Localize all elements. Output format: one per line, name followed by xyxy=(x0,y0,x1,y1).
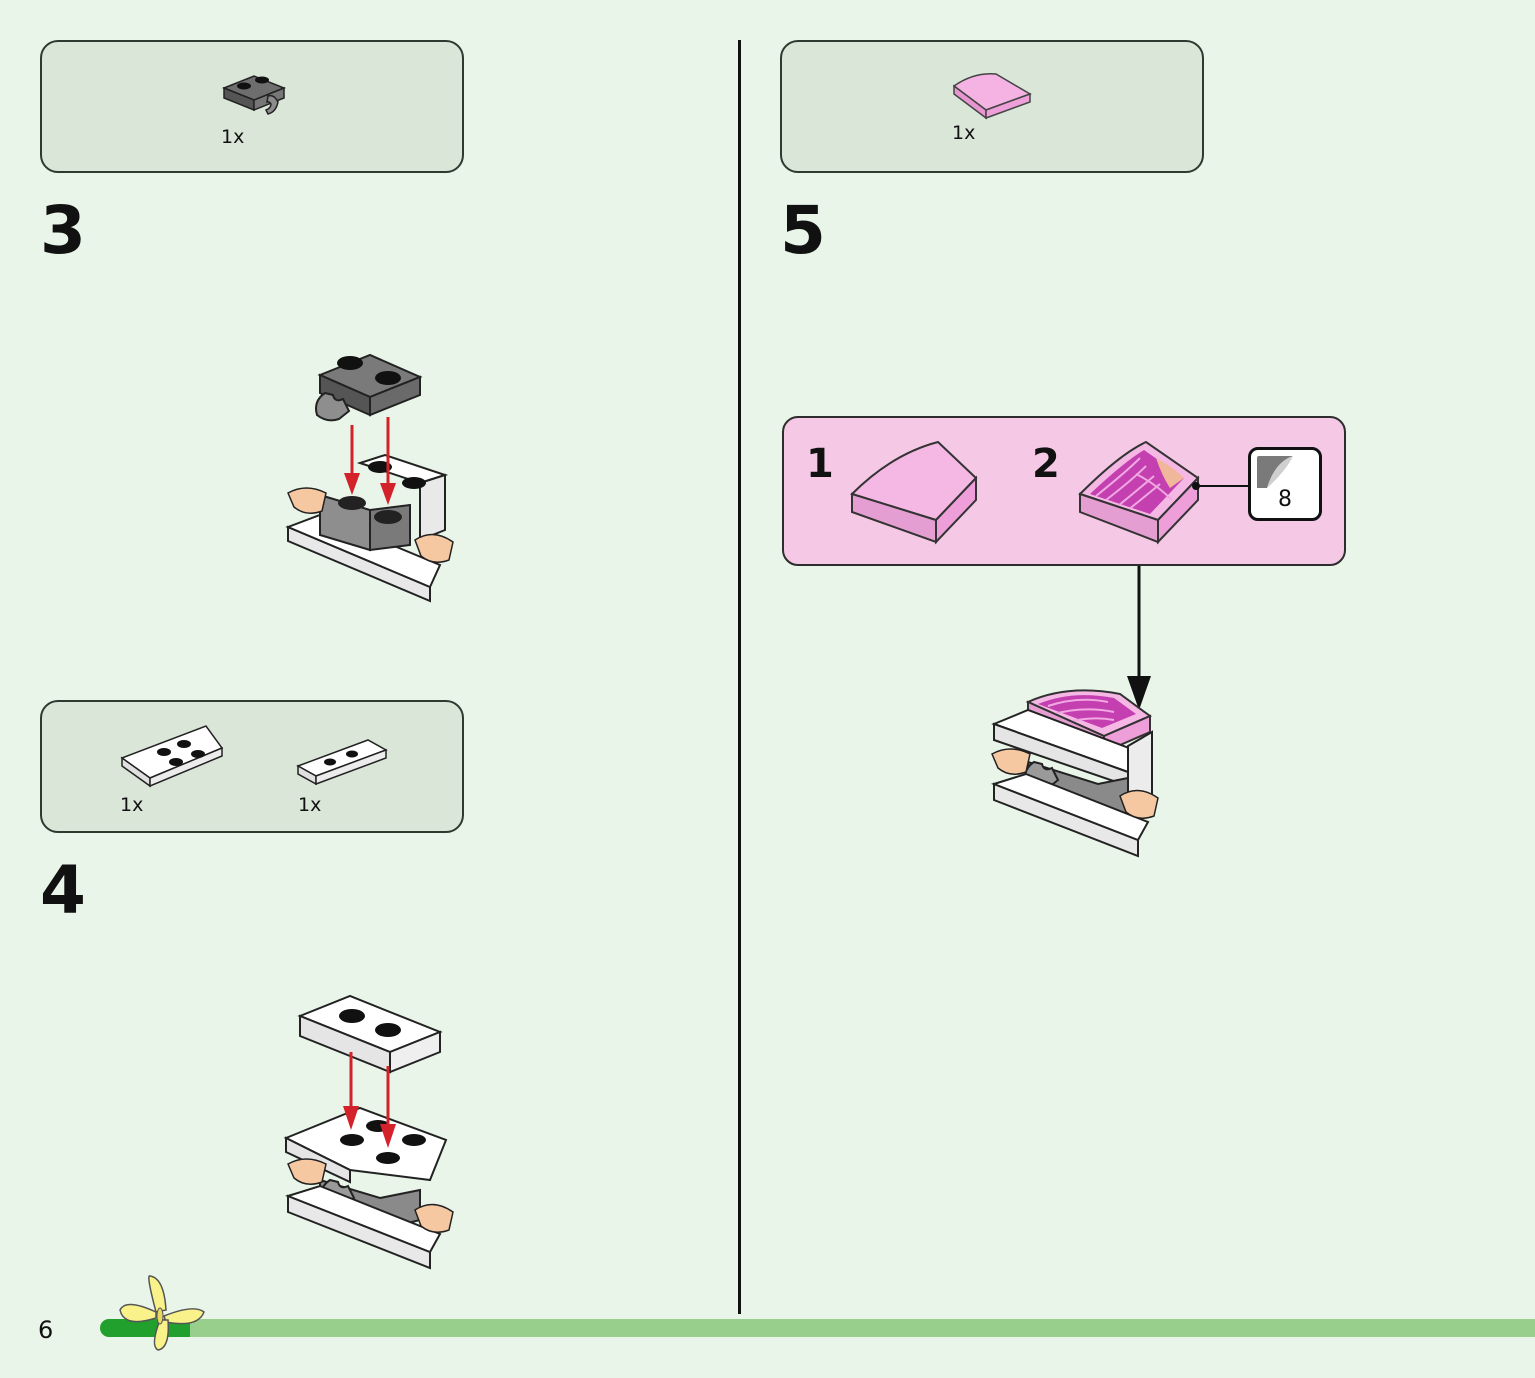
sticker-number: 8 xyxy=(1278,487,1292,512)
sticker-connector-line xyxy=(1192,482,1254,490)
substep-number-2: 2 xyxy=(1032,441,1060,487)
dark-grey-clip-plate-icon xyxy=(221,75,287,115)
step-5-assembly-illustration xyxy=(990,689,1159,858)
page-number: 6 xyxy=(38,1316,54,1344)
step-number-5: 5 xyxy=(780,192,826,269)
white-plate-1x4-icon xyxy=(296,739,388,786)
column-divider xyxy=(738,40,741,1314)
down-arrow xyxy=(1127,566,1151,710)
pink-curved-slope-icon xyxy=(952,73,1032,120)
step-4-assembly-illustration xyxy=(283,994,454,1270)
stickered-slope-illustration xyxy=(1078,440,1200,545)
step-3-assembly-illustration xyxy=(285,353,454,603)
substep-number-1: 1 xyxy=(806,441,834,487)
part-quantity: 1x xyxy=(952,122,976,144)
step-number-4: 4 xyxy=(40,852,86,929)
parts-box-step-3: 1x xyxy=(40,40,464,173)
step-number-3: 3 xyxy=(40,192,86,269)
sticker-peel-icon xyxy=(1257,456,1293,488)
white-wedge-plate-icon xyxy=(120,725,224,788)
part-quantity: 1x xyxy=(120,794,144,816)
part-quantity: 1x xyxy=(298,794,322,816)
sticker-reference: 8 xyxy=(1248,447,1322,521)
parts-box-step-5: 1x xyxy=(780,40,1204,173)
part-quantity: 1x xyxy=(221,126,245,148)
parts-box-step-4: 1x 1x xyxy=(40,700,464,833)
progress-track xyxy=(180,1319,1535,1337)
butterfly-icon xyxy=(119,1275,205,1351)
pink-curved-slope-illustration xyxy=(850,440,978,545)
